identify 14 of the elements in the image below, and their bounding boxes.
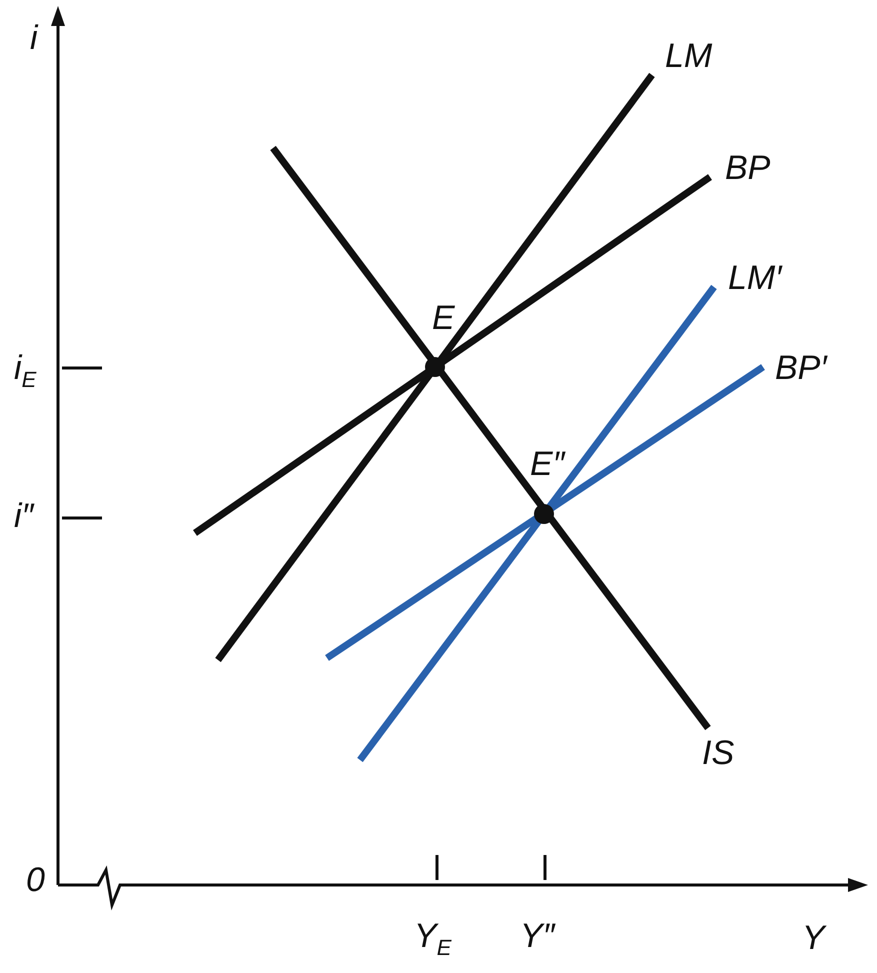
- axis-label: Y: [802, 920, 825, 956]
- curve-label: IS: [702, 735, 734, 771]
- curve-label: LM: [665, 38, 712, 74]
- point-label: E″: [530, 446, 565, 482]
- curve-label: BP′: [775, 350, 827, 386]
- tick-label: 0: [26, 862, 45, 898]
- axis-label: i: [30, 20, 38, 56]
- point-label: E: [432, 300, 455, 336]
- curve-label: BP: [725, 150, 770, 186]
- curve-label: LM′: [728, 260, 782, 296]
- tick-label: Y″: [520, 918, 555, 954]
- tick-label: Y$_{E}$: [414, 918, 452, 962]
- tick-label: i$_{E}$: [14, 350, 36, 394]
- tick-label: i″: [14, 498, 34, 534]
